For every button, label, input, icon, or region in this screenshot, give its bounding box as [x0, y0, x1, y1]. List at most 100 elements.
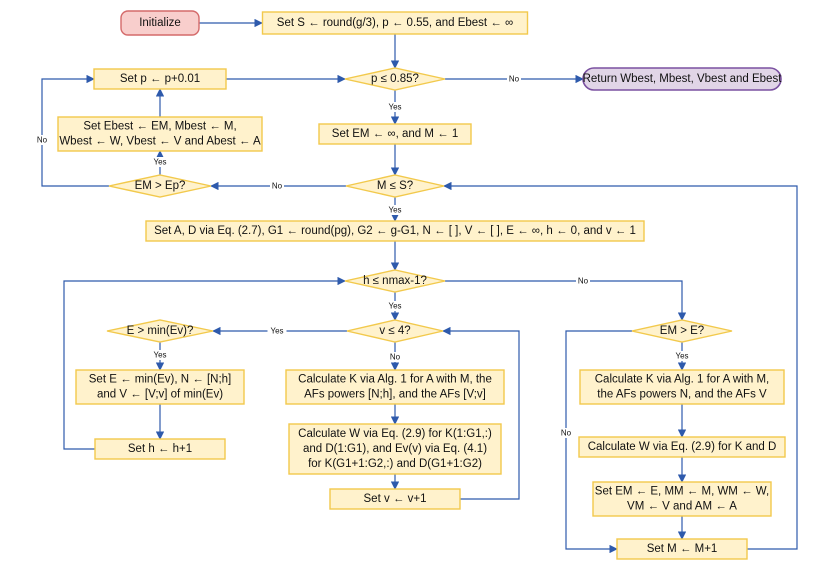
calc-k1-process-text: Calculate K via Alg. 1 for A with M, the	[298, 374, 492, 386]
calc-w1-process: Calculate W via Eq. (2.9) for K(1:G1,:) a…	[288, 423, 502, 475]
set-e-min-process-shape	[75, 369, 245, 405]
edge-label-no-p: No	[507, 74, 521, 84]
calc-k2-process-text: Calculate K via Alg. 1 for A with M,	[595, 374, 770, 386]
return-terminal: Return Wbest, Mbest, Vbest and Ebest	[582, 67, 783, 91]
edge-label-no-h: No	[576, 276, 590, 286]
edge-eme-no-setm	[565, 330, 632, 554]
edge-label-yes-emin: Yes	[150, 350, 170, 360]
m-s-decision: M ≤ S?	[345, 174, 445, 198]
edge-setv-v4	[442, 326, 520, 500]
edge-label-bg	[35, 135, 49, 145]
calc-k1-process: Calculate K via Alg. 1 for A with M, the…	[285, 369, 505, 405]
set-em-process-shape	[318, 123, 472, 145]
set-best-process-text: Set Ebest ← EM, Mbest ← M,	[83, 121, 236, 133]
edge-label-bg	[150, 157, 170, 167]
set-m-process-text: Set M ← M+1	[647, 543, 718, 555]
edge-label-bg	[385, 301, 405, 311]
em-ep-decision: EM > Ep?	[108, 174, 212, 198]
calc-w1-process-text: and D(1:G1), and Ev(v) via Eq. (4.1)	[303, 443, 487, 455]
set-m-process-shape	[616, 538, 748, 560]
set-e-min-process: Set E ← min(Ev), N ← [N;h] and V ← [V;v] …	[75, 369, 245, 405]
set-e-min-process-text: Set E ← min(Ev), N ← [N;h]	[89, 374, 232, 386]
return-terminal-text: Return Wbest, Mbest, Vbest and Ebest	[583, 73, 783, 85]
calc-k1-process-shape	[285, 369, 505, 405]
edge-h-eme	[445, 280, 687, 321]
initialize-terminal-text: Initialize	[139, 17, 181, 29]
edge-label-no-v4: No	[388, 352, 402, 362]
edge-label-yes-h: Yes	[385, 301, 405, 311]
set-a-d-process: Set A, D via Eq. (2.7), G1 ← round(pg), …	[145, 220, 645, 242]
edge-label-text: Yes	[388, 103, 401, 112]
edge-label-bg	[267, 326, 287, 336]
v-4-decision: v ≤ 4?	[346, 319, 444, 343]
edge-label-bg	[576, 276, 590, 286]
edge-label-bg	[270, 181, 284, 191]
e-min-decision-text: E > min(Ev)?	[127, 325, 194, 337]
set-best-process: Set Ebest ← EM, Mbest ← M,Wbest ← W, Vbe…	[57, 116, 263, 152]
edge-label-yes-eme: Yes	[672, 351, 692, 361]
set-s-process-shape	[261, 11, 529, 35]
set-v-process-shape	[329, 488, 461, 510]
set-m-process: Set M ← M+1	[616, 538, 748, 560]
calc-w2-process-text: Calculate W via Eq. (2.9) for K and D	[588, 441, 777, 453]
edge-label-bg	[388, 352, 402, 362]
set-em2-process-shape	[592, 481, 772, 517]
edge-label-yes-v4: Yes	[267, 326, 287, 336]
calc-k2-process: Calculate K via Alg. 1 for A with M, the …	[579, 369, 785, 405]
v-4-decision-shape	[346, 319, 444, 343]
edge-label-text: Yes	[675, 352, 688, 361]
set-v-process-text: Set v ← v+1	[364, 493, 427, 505]
edge-label-bg	[385, 102, 405, 112]
initialize-terminal-shape	[120, 10, 200, 36]
edge-label-text: Yes	[388, 302, 401, 311]
edge-label-yes-emep: Yes	[150, 157, 170, 167]
set-a-d-process-text: Set A, D via Eq. (2.7), G1 ← round(pg), …	[154, 225, 636, 237]
calc-k2-process-shape	[579, 369, 785, 405]
calc-w1-process-text: for K(G1+1:G2,:) and D(G1+1:G2)	[308, 458, 482, 470]
em-e-decision-text: EM > E?	[660, 325, 704, 337]
set-h-process: Set h ← h+1	[94, 438, 226, 460]
edge-label-bg	[672, 351, 692, 361]
p-check-decision-text: p ≤ 0.85?	[371, 73, 419, 85]
e-min-decision-shape	[106, 319, 214, 343]
initialize-terminal: Initialize	[120, 10, 200, 36]
v-4-decision-text: v ≤ 4?	[379, 325, 410, 337]
edge-label-text: No	[509, 75, 520, 84]
calc-k1-process-text: AFs powers [N;h], and the AFs [V;v]	[304, 389, 486, 401]
h-nmax-decision-shape	[344, 269, 446, 293]
set-p-process-text: Set p ← p+0.01	[120, 73, 200, 85]
set-em2-process: Set EM ← E, MM ← M, WM ← W,VM ← V and AM…	[592, 481, 772, 517]
calc-w1-process-text: Calculate W via Eq. (2.9) for K(1:G1,:)	[298, 428, 492, 440]
em-ep-decision-shape	[108, 174, 212, 198]
edge-label-bg	[150, 350, 170, 360]
edge-label-text: Yes	[153, 158, 166, 167]
m-s-decision-shape	[345, 174, 445, 198]
edge-label-bg	[507, 74, 521, 84]
set-a-d-process-shape	[145, 220, 645, 242]
return-terminal-shape	[582, 67, 782, 91]
edge-label-text: Yes	[270, 327, 283, 336]
set-e-min-process-text: and V ← [V;v] of min(Ev)	[97, 389, 223, 401]
p-check-decision-shape	[344, 67, 446, 91]
set-h-process-shape	[94, 438, 226, 460]
edge-emep-no-loop	[41, 74, 109, 187]
edge-label-yes-p: Yes	[385, 102, 405, 112]
e-min-decision: E > min(Ev)?	[106, 319, 214, 343]
edge-label-text: Yes	[153, 351, 166, 360]
edge-label-text: No	[272, 182, 283, 191]
edge-label-text: No	[37, 136, 48, 145]
calc-k2-process-text: the AFs powers N, and the AFs V	[597, 389, 767, 401]
set-v-process: Set v ← v+1	[329, 488, 461, 510]
set-h-process-text: Set h ← h+1	[128, 443, 192, 455]
edge-seth-h	[63, 276, 346, 450]
calc-w2-process: Calculate W via Eq. (2.9) for K and D	[578, 436, 786, 458]
edge-label-no-ms: No	[270, 181, 284, 191]
set-em-process-text: Set EM ← ∞, and M ← 1	[332, 128, 458, 140]
edge-label-bg	[559, 428, 573, 438]
set-s-process: Set S ← round(g/3), p ← 0.55, and Ebest …	[261, 11, 529, 35]
calc-w2-process-shape	[578, 436, 786, 458]
m-s-decision-text: M ≤ S?	[377, 180, 413, 192]
em-ep-decision-text: EM > Ep?	[135, 180, 186, 192]
set-em-process: Set EM ← ∞, and M ← 1	[318, 123, 472, 145]
